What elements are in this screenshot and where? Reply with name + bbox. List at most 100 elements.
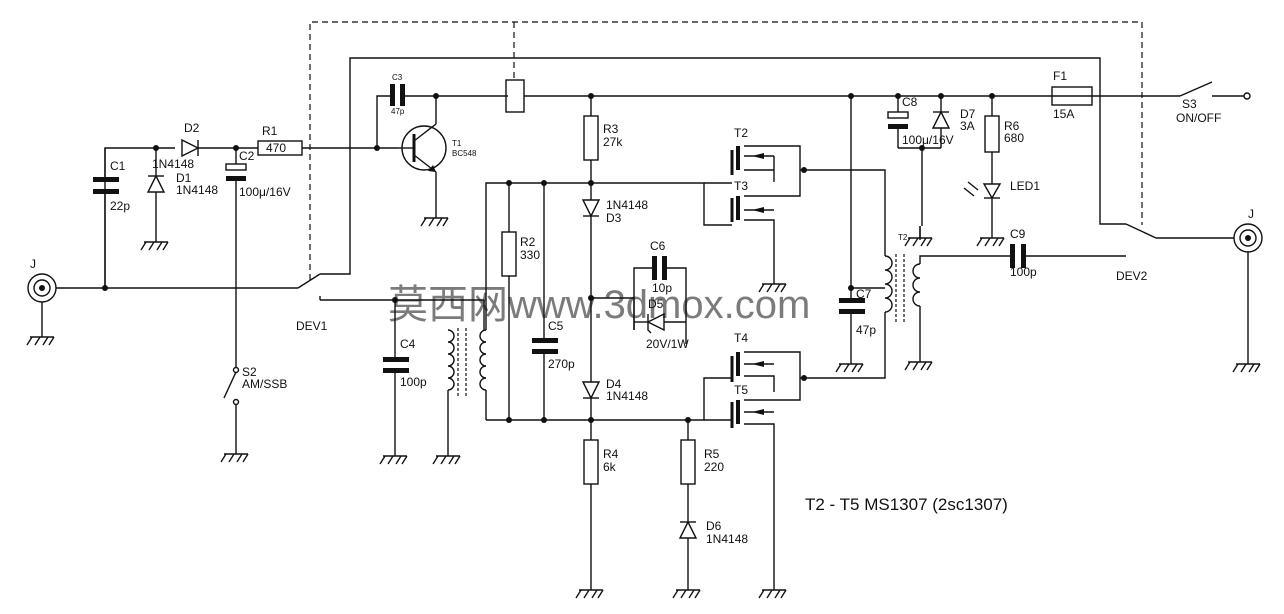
label-c8-val: 100μ/16V <box>902 133 954 147</box>
label-d1-val: 1N4148 <box>176 183 218 197</box>
led1: LED1 <box>963 179 1040 247</box>
label-d3: D3 <box>606 211 622 225</box>
capacitor-c2: C2 100μ/16V <box>225 148 291 368</box>
label-c6: C6 <box>650 239 666 253</box>
label-led1: LED1 <box>1010 179 1040 193</box>
label-f1-val: 15A <box>1053 107 1074 121</box>
label-r3: R3 <box>603 122 619 136</box>
resistor-r2: R2 330 <box>501 183 540 420</box>
label-d1: D1 <box>176 171 192 185</box>
label-c8: C8 <box>902 95 918 109</box>
label-c5-val: 270p <box>548 357 575 371</box>
label-c1-val: 22p <box>110 199 130 213</box>
resistor-r6: R6 680 <box>984 93 1024 184</box>
diode-d2: D2 1N4148 <box>152 121 258 171</box>
label-c2: C2 <box>239 149 255 163</box>
transistor-type-note: T2 - T5 MS1307 (2sc1307) <box>805 495 1008 514</box>
label-dev1: DEV1 <box>296 319 328 333</box>
resistor-r4: R4 6k <box>575 439 619 599</box>
label-c7: C7 <box>856 287 872 301</box>
label-t1: T1 <box>452 139 462 148</box>
capacitor-c5: C5 270p <box>532 183 575 420</box>
label-d2-val: 1N4148 <box>152 157 194 171</box>
resistor-r3: R3 27k <box>583 93 623 200</box>
label-r4: R4 <box>603 447 619 461</box>
label-dev2: DEV2 <box>1116 269 1148 283</box>
label-s2-val: AM/SSB <box>242 377 287 391</box>
capacitor-c9: C9 100p <box>1010 227 1126 279</box>
label-c5: C5 <box>548 319 564 333</box>
label-d7: D7 <box>960 107 976 121</box>
watermark: 莫西网www.3dmox.com <box>388 283 810 327</box>
label-f1: F1 <box>1053 69 1067 83</box>
diode-d7: D7 3A <box>931 93 976 148</box>
capacitor-c7: C7 47p <box>835 93 885 373</box>
diode-d6: D6 1N4148 <box>672 519 748 599</box>
label-s3-val: ON/OFF <box>1176 111 1221 125</box>
label-c9: C9 <box>1010 227 1026 241</box>
label-d2: D2 <box>184 121 200 135</box>
wire-relay-bypass <box>349 57 1126 270</box>
label-d4-val: 1N4148 <box>606 389 648 403</box>
label-r1: R1 <box>262 124 278 138</box>
label-t3: T3 <box>734 179 748 193</box>
transistor-t2-t3-pair: T2 T3 <box>700 126 801 293</box>
capacitor-c8: C8 100μ/16V <box>887 93 954 226</box>
diode-d1: D1 1N4148 <box>140 148 218 251</box>
label-t2: T2 <box>734 126 748 140</box>
wire-bias-top <box>485 182 700 330</box>
label-s2: S2 <box>242 365 257 379</box>
label-d4: D4 <box>606 377 622 391</box>
label-c3-val: 47p <box>391 107 405 116</box>
output-transformer: T2 <box>884 225 1010 371</box>
capacitor-c3: C3 47p <box>376 73 508 148</box>
wire-drain-top <box>800 169 886 256</box>
label-c1: C1 <box>110 159 126 173</box>
resistor-r1: R1 470 <box>257 124 398 156</box>
resistor-r5: R5 220 <box>680 420 724 522</box>
wire-drain-bottom <box>800 320 886 379</box>
label-d5-val: 20V/1W <box>646 337 689 351</box>
input-transformer <box>432 300 487 465</box>
label-tr2: T2 <box>898 233 908 242</box>
label-r1-val: 470 <box>266 141 286 155</box>
label-j-left: J <box>30 257 36 271</box>
label-c7-val: 47p <box>856 323 876 337</box>
label-j-right: J <box>1248 207 1254 221</box>
relay-contact-dev1: DEV1 <box>296 270 484 333</box>
label-s3: S3 <box>1182 97 1197 111</box>
label-t1-val: BC548 <box>452 149 477 158</box>
label-c4-val: 100p <box>400 375 427 389</box>
relay-contact-dev2: DEV2 <box>1116 223 1234 283</box>
label-r4-val: 6k <box>603 460 617 474</box>
label-d7-val: 3A <box>960 119 975 133</box>
label-r2: R2 <box>520 235 536 249</box>
label-r3-val: 27k <box>603 135 623 149</box>
label-d5: D5 <box>648 297 664 311</box>
transistor-t4-t5-pair: T4 T5 <box>700 331 801 599</box>
label-t5: T5 <box>734 383 748 397</box>
fuse-f1: F1 15A <box>1051 69 1180 121</box>
switch-s2: S2 AM/SSB <box>220 365 287 463</box>
label-r6: R6 <box>1004 119 1020 133</box>
label-t4: T4 <box>734 331 748 345</box>
relay-linkage-dashed <box>309 21 1143 280</box>
capacitor-c1: C1 22p <box>93 147 175 288</box>
label-c9-val: 100p <box>1010 265 1037 279</box>
label-r5-val: 220 <box>704 460 724 474</box>
capacitor-c4: C4 100p <box>379 297 427 465</box>
connector-j-left: J <box>26 257 57 346</box>
label-r2-val: 330 <box>520 248 540 262</box>
zener-d5: D5 20V/1W <box>591 297 689 351</box>
label-c6-val: 10p <box>652 281 672 295</box>
label-d6-val: 1N4148 <box>706 532 748 546</box>
label-d3-val: 1N4148 <box>606 198 648 212</box>
switch-s3: S3 ON/OFF <box>1176 81 1251 125</box>
label-d6: D6 <box>706 519 722 533</box>
relay-coil <box>505 79 1052 113</box>
label-c2-val: 100μ/16V <box>239 185 291 199</box>
label-c4: C4 <box>400 337 416 351</box>
connector-j-right: J <box>1232 207 1263 373</box>
transistor-t1: T1 BC548 <box>398 96 477 227</box>
